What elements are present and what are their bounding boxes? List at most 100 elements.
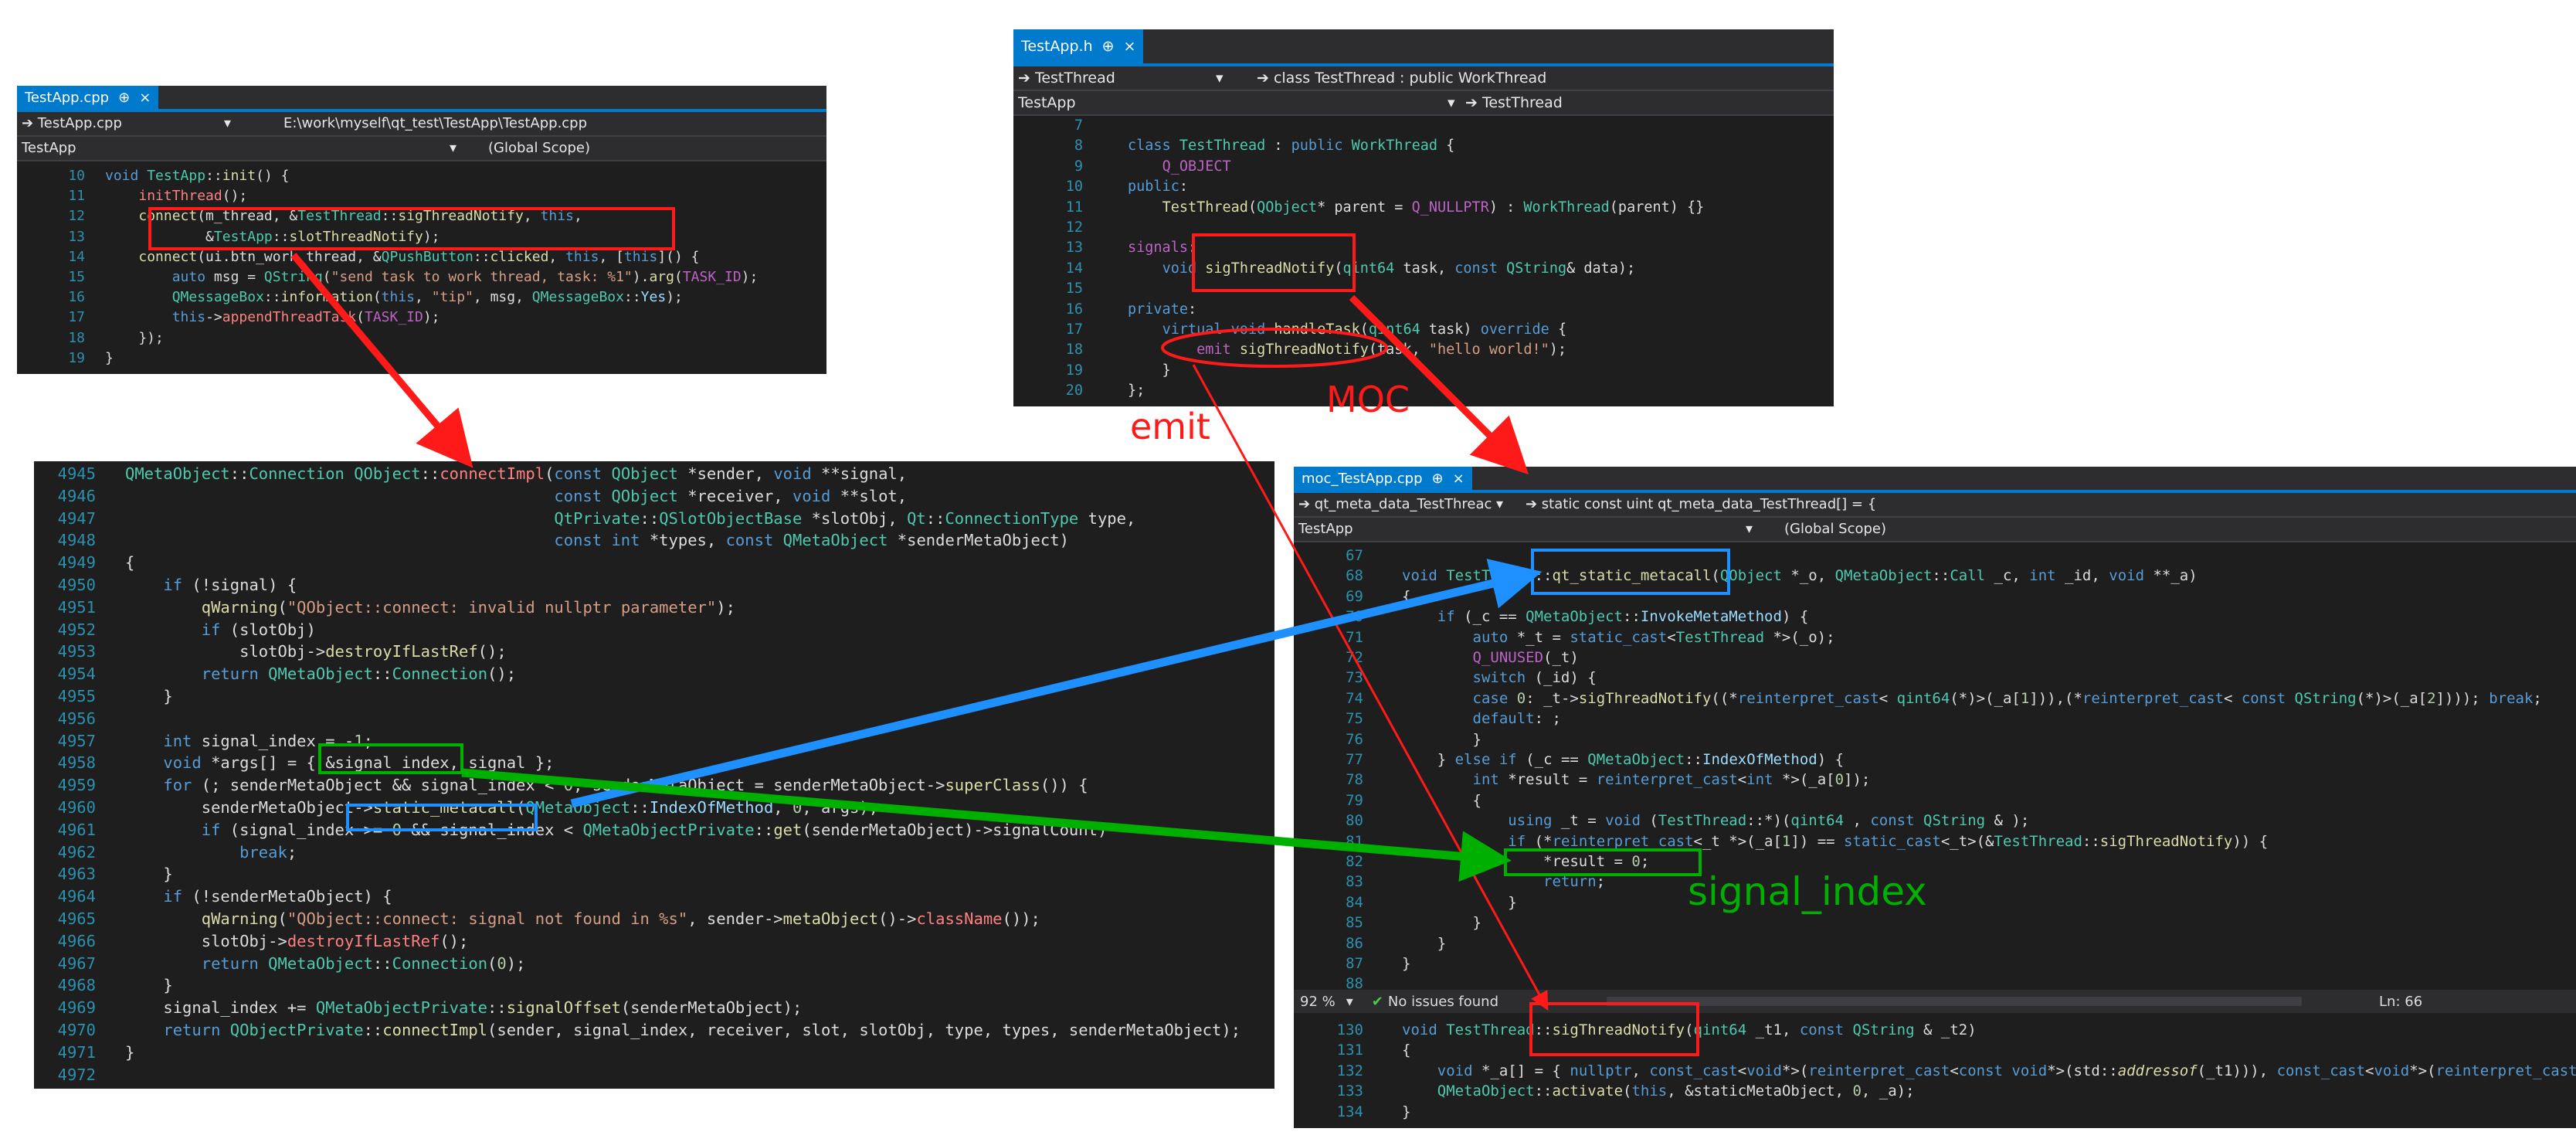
code-text[interactable]: public: xyxy=(1128,178,1188,195)
member-dropdown[interactable]: ➔ class TestThread : public WorkThread xyxy=(1257,70,1547,87)
code-line[interactable]: 131{ xyxy=(1294,1040,1411,1060)
code-text[interactable]: } xyxy=(1402,955,1411,972)
code-line[interactable]: 9 Q_OBJECT xyxy=(1013,157,1231,177)
code-line[interactable]: 20}; xyxy=(1013,381,1145,401)
code-text[interactable]: senderMetaObject->static_metacall(QMetaO… xyxy=(125,798,879,817)
code-line[interactable]: 16 QMessageBox::information(this, "tip",… xyxy=(17,287,683,308)
code-text[interactable]: qWarning("QObject::connect: signal not f… xyxy=(201,909,1040,928)
code-text[interactable]: if (*reinterpret_cast<_t *>(_a[1]) == st… xyxy=(1508,832,2269,850)
code-text[interactable]: qWarning("QObject::connect: invalid null… xyxy=(201,597,735,617)
code-line[interactable]: 18 emit sigThreadNotify(task, "hello wor… xyxy=(1013,340,1566,360)
close-icon[interactable]: × xyxy=(1123,38,1136,55)
scope-dropdown[interactable]: ➔ TestThread xyxy=(1465,94,1563,111)
code-text[interactable]: case 0: _t->sigThreadNotify((*reinterpre… xyxy=(1472,689,2542,707)
code-text[interactable]: void sigThreadNotify(qint64 task, const … xyxy=(1162,260,1636,277)
code-text[interactable]: switch (_id) { xyxy=(1472,669,1597,687)
code-text[interactable]: auto *_t = static_cast<TestThread *>(_o)… xyxy=(1472,628,1835,646)
code-line[interactable]: 4962 break; xyxy=(34,841,297,864)
chevron-down-icon[interactable]: ▾ xyxy=(1448,94,1455,111)
code-line[interactable]: 4948 const int *types, const QMetaObject… xyxy=(34,529,1069,552)
code-line[interactable]: 4951 qWarning("QObject::connect: invalid… xyxy=(34,596,735,619)
code-text[interactable]: }; xyxy=(1128,382,1145,399)
code-text[interactable]: auto msg = QString("send task to work th… xyxy=(171,269,759,285)
code-text[interactable]: if (!signal) { xyxy=(163,576,297,594)
code-line[interactable]: 17 this->appendThreadTask(TASK_ID); xyxy=(17,308,440,328)
issues-status[interactable]: No issues found xyxy=(1387,993,1499,1010)
code-line[interactable]: 19} xyxy=(17,348,114,369)
code-text[interactable]: } xyxy=(125,976,173,995)
code-line[interactable]: 70 if (_c == QMetaObject::InvokeMetaMeth… xyxy=(1294,607,1808,627)
code-text[interactable]: connect(ui.btn_work_thread, &QPushButton… xyxy=(138,248,700,265)
code-text[interactable]: virtual void handleTask(qint64 task) ove… xyxy=(1162,321,1567,338)
code-line[interactable]: 134} xyxy=(1294,1102,1411,1122)
code-text[interactable]: } xyxy=(125,687,173,705)
code-line[interactable]: 84 } xyxy=(1294,892,1517,913)
class-dropdown[interactable]: ➔ TestThread xyxy=(1018,70,1115,87)
code-line[interactable]: 85 } xyxy=(1294,913,1481,933)
code-line[interactable]: 4961 if (signal_index >= 0 && signal_ind… xyxy=(34,819,1108,841)
code-text[interactable]: { xyxy=(1402,1042,1411,1059)
code-text[interactable]: { xyxy=(125,553,135,573)
code-line[interactable]: 14 void sigThreadNotify(qint64 task, con… xyxy=(1013,259,1635,279)
code-text[interactable]: return QObjectPrivate::connectImpl(sende… xyxy=(163,1021,1241,1039)
code-line[interactable]: 76 } xyxy=(1294,729,1481,749)
code-text[interactable]: return; xyxy=(1543,873,1606,891)
code-text[interactable]: const QObject *receiver, void **slot, xyxy=(554,486,908,505)
code-line[interactable]: 11 TestThread(QObject* parent = Q_NULLPT… xyxy=(1013,198,1705,218)
tab-testapp-cpp[interactable]: TestApp.cpp ⊕ × xyxy=(17,86,159,109)
code-text[interactable]: { xyxy=(1402,587,1411,605)
code-line[interactable]: 4963 } xyxy=(34,863,173,885)
code-text[interactable]: void TestThread::qt_static_metacall(QObj… xyxy=(1402,567,2198,585)
code-text[interactable]: void *_a[] = { nullptr, const_cast<void*… xyxy=(1437,1062,2576,1079)
code-line[interactable]: 4960 senderMetaObject->static_metacall(Q… xyxy=(34,797,878,819)
close-icon[interactable]: × xyxy=(139,89,151,106)
scope-dropdown[interactable]: (Global Scope) xyxy=(488,140,591,156)
code-line[interactable]: 4970 return QObjectPrivate::connectImpl(… xyxy=(34,1019,1240,1042)
code-line[interactable]: 4952 if (slotObj) xyxy=(34,619,316,641)
code-text[interactable]: if (!senderMetaObject) { xyxy=(163,887,392,906)
code-line[interactable]: 12 connect(m_thread, &TestThread::sigThr… xyxy=(17,206,582,226)
code-line[interactable]: 4971} xyxy=(34,1042,135,1064)
code-line[interactable]: 133 QMetaObject::activate(this, &staticM… xyxy=(1294,1081,1915,1101)
code-text[interactable]: private: xyxy=(1128,301,1197,318)
code-text[interactable]: signals: xyxy=(1128,240,1197,257)
code-line[interactable]: 67 xyxy=(1294,546,1402,566)
code-line[interactable]: 86 } xyxy=(1294,933,1446,953)
code-text[interactable]: if (_c == QMetaObject::InvokeMetaMethod)… xyxy=(1437,608,1809,626)
symbol-dropdown[interactable]: ➔ qt_meta_data_TestThreac xyxy=(1298,496,1492,512)
code-text[interactable]: void TestThread::sigThreadNotify(qint64 … xyxy=(1402,1021,1977,1038)
code-text[interactable]: void *args[] = { &signal_index, signal }… xyxy=(163,753,555,773)
code-text[interactable]: QMetaObject::Connection QObject::connect… xyxy=(125,464,908,483)
project-dropdown[interactable]: TestApp xyxy=(1298,521,1353,537)
code-text[interactable]: } xyxy=(1402,1103,1411,1120)
code-text[interactable]: TestThread(QObject* parent = Q_NULLPTR) … xyxy=(1162,199,1705,216)
code-line[interactable]: 4953 slotObj->destroyIfLastRef(); xyxy=(34,641,507,663)
chevron-down-icon[interactable]: ▾ xyxy=(224,115,232,131)
code-line[interactable]: 72 Q_UNUSED(_t) xyxy=(1294,647,1579,668)
code-line[interactable]: 74 case 0: _t->sigThreadNotify((*reinter… xyxy=(1294,688,2542,709)
code-text[interactable]: if (slotObj) xyxy=(201,620,316,639)
scope-dropdown[interactable]: (Global Scope) xyxy=(1784,521,1887,537)
tab-testapp-h[interactable]: TestApp.h ⊕ × xyxy=(1013,29,1144,63)
code-text[interactable]: } xyxy=(1128,362,1171,379)
code-line[interactable]: 81 if (*reinterpret_cast<_t *>(_a[1]) ==… xyxy=(1294,831,2268,851)
chevron-down-icon[interactable]: ▾ xyxy=(1746,521,1753,537)
code-line[interactable]: 4959 for (; senderMetaObject && signal_i… xyxy=(34,774,1088,797)
code-line[interactable]: 87} xyxy=(1294,953,1410,974)
code-line[interactable]: 83 return; xyxy=(1294,872,1605,892)
code-text[interactable]: signal_index += QMetaObjectPrivate::sign… xyxy=(125,998,803,1018)
code-line[interactable]: 4965 qWarning("QObject::connect: signal … xyxy=(34,908,1040,930)
code-line[interactable]: 4968 } xyxy=(34,974,173,997)
code-text[interactable]: emit sigThreadNotify(task, "hello world!… xyxy=(1196,342,1567,359)
code-line[interactable]: 73 switch (_id) { xyxy=(1294,668,1597,688)
code-text[interactable]: initThread(); xyxy=(138,188,248,205)
code-line[interactable]: 79 { xyxy=(1294,790,1481,811)
code-line[interactable]: 4964 if (!senderMetaObject) { xyxy=(34,885,392,908)
code-text[interactable]: } xyxy=(125,1042,135,1062)
